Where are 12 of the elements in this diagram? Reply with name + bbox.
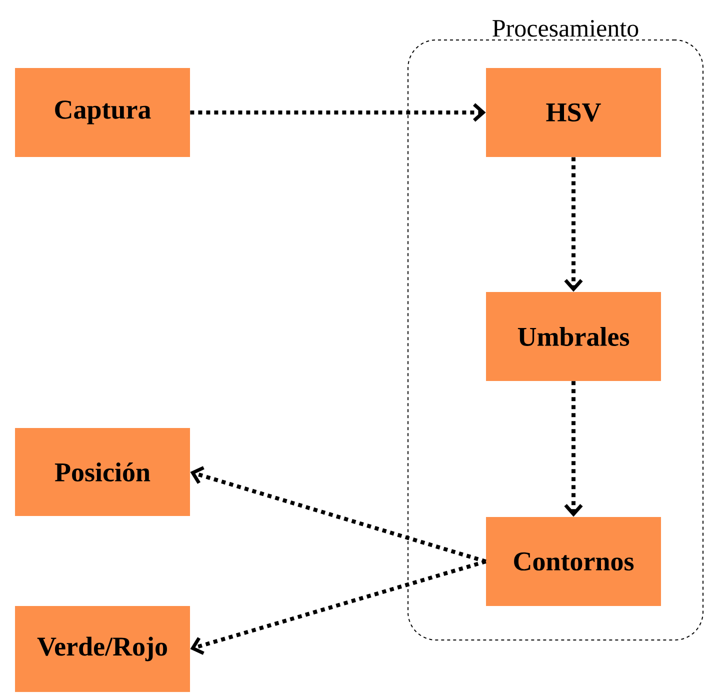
process-box: Umbrales	[486, 292, 661, 381]
process-box: Contornos	[486, 516, 661, 606]
arrow	[190, 466, 486, 564]
arrow	[564, 381, 583, 517]
process-box: Verde/Rojo	[15, 606, 190, 692]
process-box: HSV	[486, 68, 661, 157]
process-box: Posición	[15, 428, 190, 516]
arrow	[564, 157, 583, 292]
process-box: Captura	[15, 68, 190, 157]
node-label: Procesamiento	[492, 20, 638, 37]
arrow	[190, 560, 486, 655]
arrow	[190, 103, 486, 122]
